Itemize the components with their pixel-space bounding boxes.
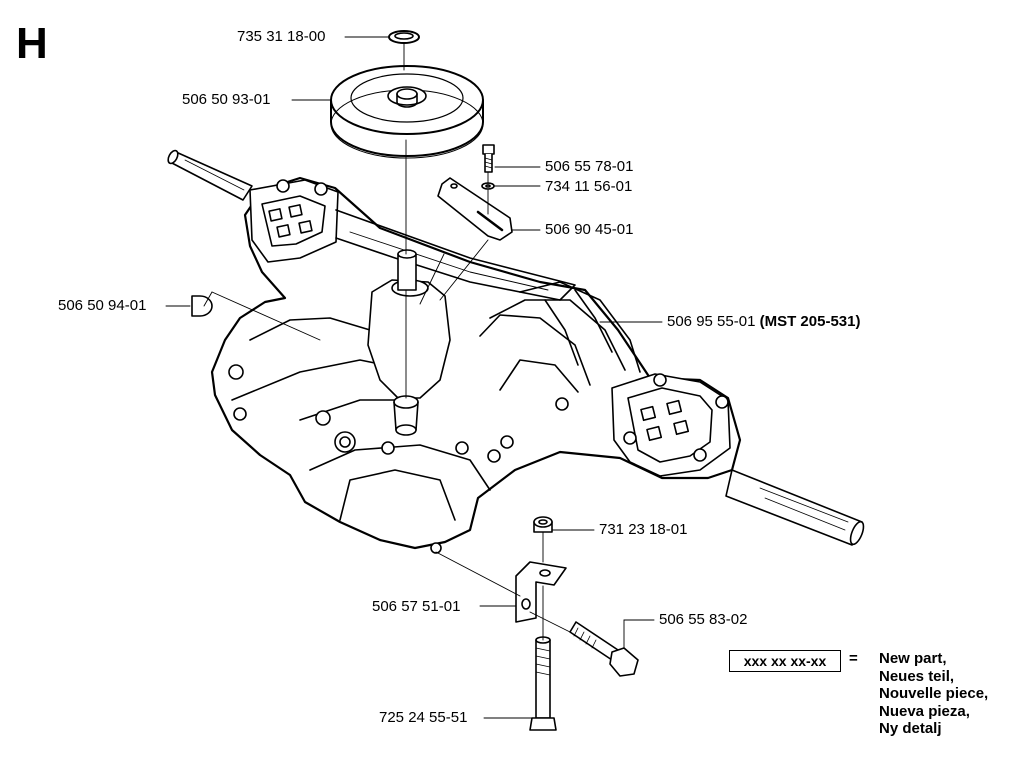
transaxle-part-number: 506 95 55-01 xyxy=(667,313,756,330)
woodruff-key xyxy=(191,295,213,317)
short-bolt xyxy=(569,621,639,677)
long-bolt xyxy=(529,636,557,731)
screw xyxy=(482,144,495,173)
left-axle-shaft xyxy=(167,149,253,201)
part-label-pulley: 506 50 93-01 xyxy=(182,91,271,108)
control-arm xyxy=(437,177,513,241)
transaxle-housing xyxy=(210,176,742,554)
part-label-long-bolt: 725 24 55-51 xyxy=(379,709,468,726)
circlip xyxy=(388,30,420,44)
part-label-clip: 735 31 18-00 xyxy=(237,28,326,45)
nut xyxy=(533,516,553,533)
transaxle-model-note: (MST 205-531) xyxy=(759,313,861,330)
part-label-transaxle: 506 95 55-01 (MST 205-531) xyxy=(667,313,860,331)
section-letter: H xyxy=(16,19,48,68)
legend-line-german: Neues teil, xyxy=(879,667,955,685)
legend-line-french: Nouvelle piece, xyxy=(879,685,989,702)
legend-line-spanish: Nueva pieza, xyxy=(879,702,970,720)
part-label-key: 506 50 94-01 xyxy=(58,297,147,314)
mounting-bracket xyxy=(515,561,567,623)
leader-lines xyxy=(165,36,663,719)
part-label-bracket: 506 57 51-01 xyxy=(372,598,461,615)
right-axle-shaft xyxy=(725,469,865,546)
legend-line-swedish: Ny detalj xyxy=(879,720,942,737)
pulley xyxy=(330,65,484,159)
part-label-nut: 731 23 18-01 xyxy=(599,521,688,538)
part-label-short-bolt: 506 55 83-02 xyxy=(659,611,748,628)
part-label-screw: 506 55 78-01 xyxy=(545,158,634,175)
part-label-arm: 506 90 45-01 xyxy=(545,221,634,238)
part-label-washer: 734 11 56-01 xyxy=(545,178,633,195)
legend-line-english: New part, xyxy=(879,650,947,667)
legend-equals-sign: = xyxy=(849,650,858,667)
legend-code-box: xxx xx xx-xx xyxy=(729,650,841,672)
legend-translations: New part, Neues teil, Nouvelle piece, Nu… xyxy=(879,650,988,738)
